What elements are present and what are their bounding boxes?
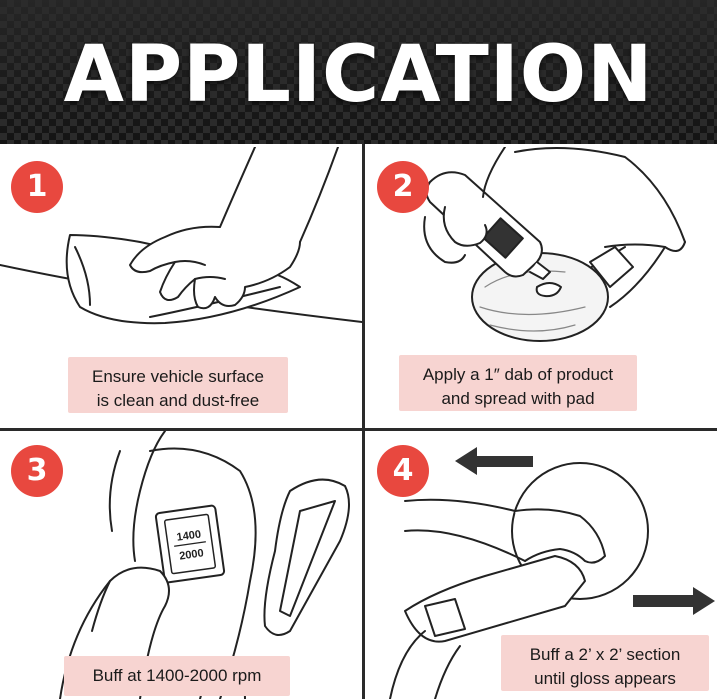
step-4-caption-line-2: until gloss appears bbox=[534, 669, 676, 688]
header-banner: APPLICATION bbox=[0, 0, 717, 144]
wiping-cloth-illustration bbox=[0, 147, 362, 325]
step-3-panel: 1400 2000 3 Buff at 1400-2000 rpm bbox=[0, 431, 362, 699]
step-4-caption: Buff a 2’ x 2’ section until gloss appea… bbox=[501, 635, 709, 691]
step-2-caption-line-2: and spread with pad bbox=[441, 389, 595, 408]
step-4-badge: 4 bbox=[377, 445, 429, 497]
step-1-caption: Ensure vehicle surface is clean and dust… bbox=[68, 357, 288, 413]
step-1-caption-line-1: Ensure vehicle surface bbox=[92, 367, 264, 386]
dial-value-top: 1400 bbox=[176, 528, 202, 543]
step-3-caption-line-1: Buff at 1400-2000 rpm bbox=[92, 666, 262, 685]
page-title: APPLICATION bbox=[63, 30, 654, 120]
step-4-caption-line-1: Buff a 2’ x 2’ section bbox=[529, 645, 681, 664]
step-2-caption: Apply a 1″ dab of product and spread wit… bbox=[399, 355, 637, 411]
left-arrow-icon bbox=[455, 447, 533, 475]
right-arrow-icon bbox=[633, 587, 715, 615]
step-1-badge: 1 bbox=[11, 161, 63, 213]
step-2-panel: 2 Apply a 1″ dab of product and spread w… bbox=[365, 147, 717, 428]
dial-value-bottom: 2000 bbox=[179, 547, 205, 562]
applying-product-illustration bbox=[423, 147, 686, 342]
buffing-motion-illustration bbox=[389, 447, 715, 699]
step-3-caption: Buff at 1400-2000 rpm bbox=[64, 656, 290, 696]
step-1-caption-line-2: is clean and dust-free bbox=[96, 391, 260, 410]
step-2-caption-line-1: Apply a 1″ dab of product bbox=[422, 365, 614, 384]
step-3-badge: 3 bbox=[11, 445, 63, 497]
grid-divider-vertical bbox=[362, 144, 365, 699]
grid-divider-horizontal bbox=[0, 428, 717, 431]
step-2-badge: 2 bbox=[377, 161, 429, 213]
step-1-panel: 1 Ensure vehicle surface is clean and du… bbox=[0, 147, 362, 428]
step-4-panel: 4 Buff a 2’ x 2’ section until gloss app… bbox=[365, 431, 717, 699]
